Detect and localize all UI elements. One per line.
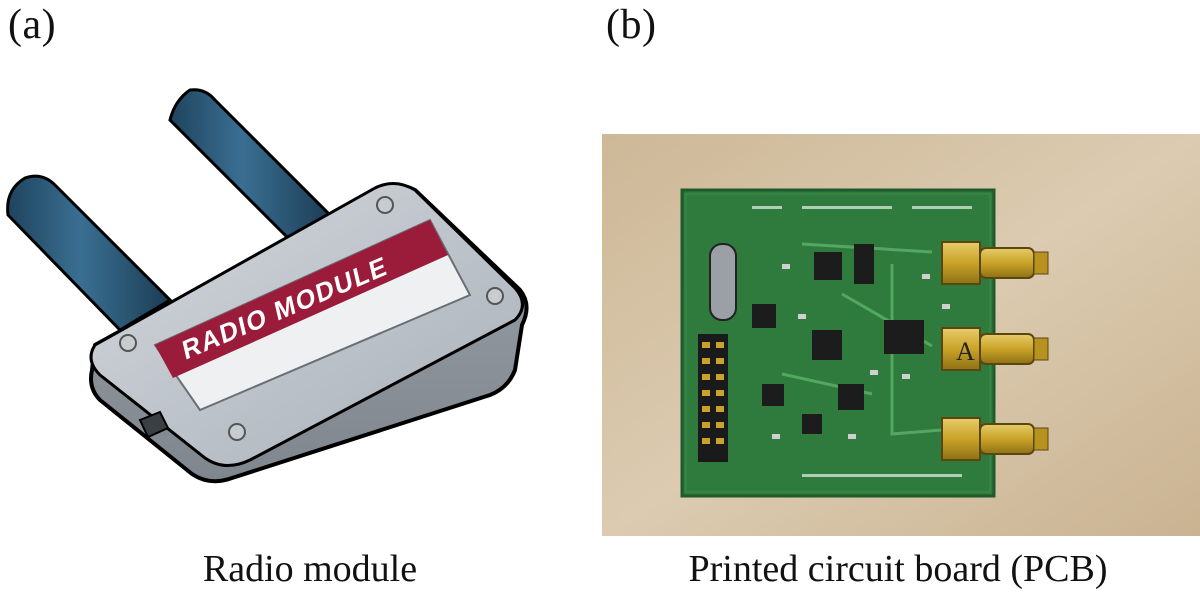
pcb-illustration: A	[602, 134, 1200, 536]
panel-a-caption: Radio module	[202, 548, 418, 590]
radio-module-illustration: RADIO MODULE	[6, 88, 529, 484]
panel-b-caption: Printed circuit board (PCB)	[688, 548, 1108, 590]
sma-connector-top	[941, 241, 1049, 285]
panel-a-label: (a)	[8, 2, 57, 48]
board-marking-text: A	[956, 337, 975, 366]
panel-b-label: (b)	[606, 2, 657, 48]
sma-connector-middle: A	[941, 327, 1049, 371]
antenna-back	[168, 88, 333, 242]
antenna-front	[6, 174, 173, 332]
usb-port-icon	[138, 410, 170, 439]
pcb-photo: A	[602, 134, 1200, 536]
pin-header	[698, 334, 728, 462]
passive-components	[772, 264, 950, 439]
crystal-oscillator	[709, 243, 737, 321]
ic-chips	[752, 244, 924, 434]
silkscreen-marks	[752, 206, 972, 477]
screws	[119, 196, 504, 441]
sma-connector-bottom	[941, 417, 1049, 461]
